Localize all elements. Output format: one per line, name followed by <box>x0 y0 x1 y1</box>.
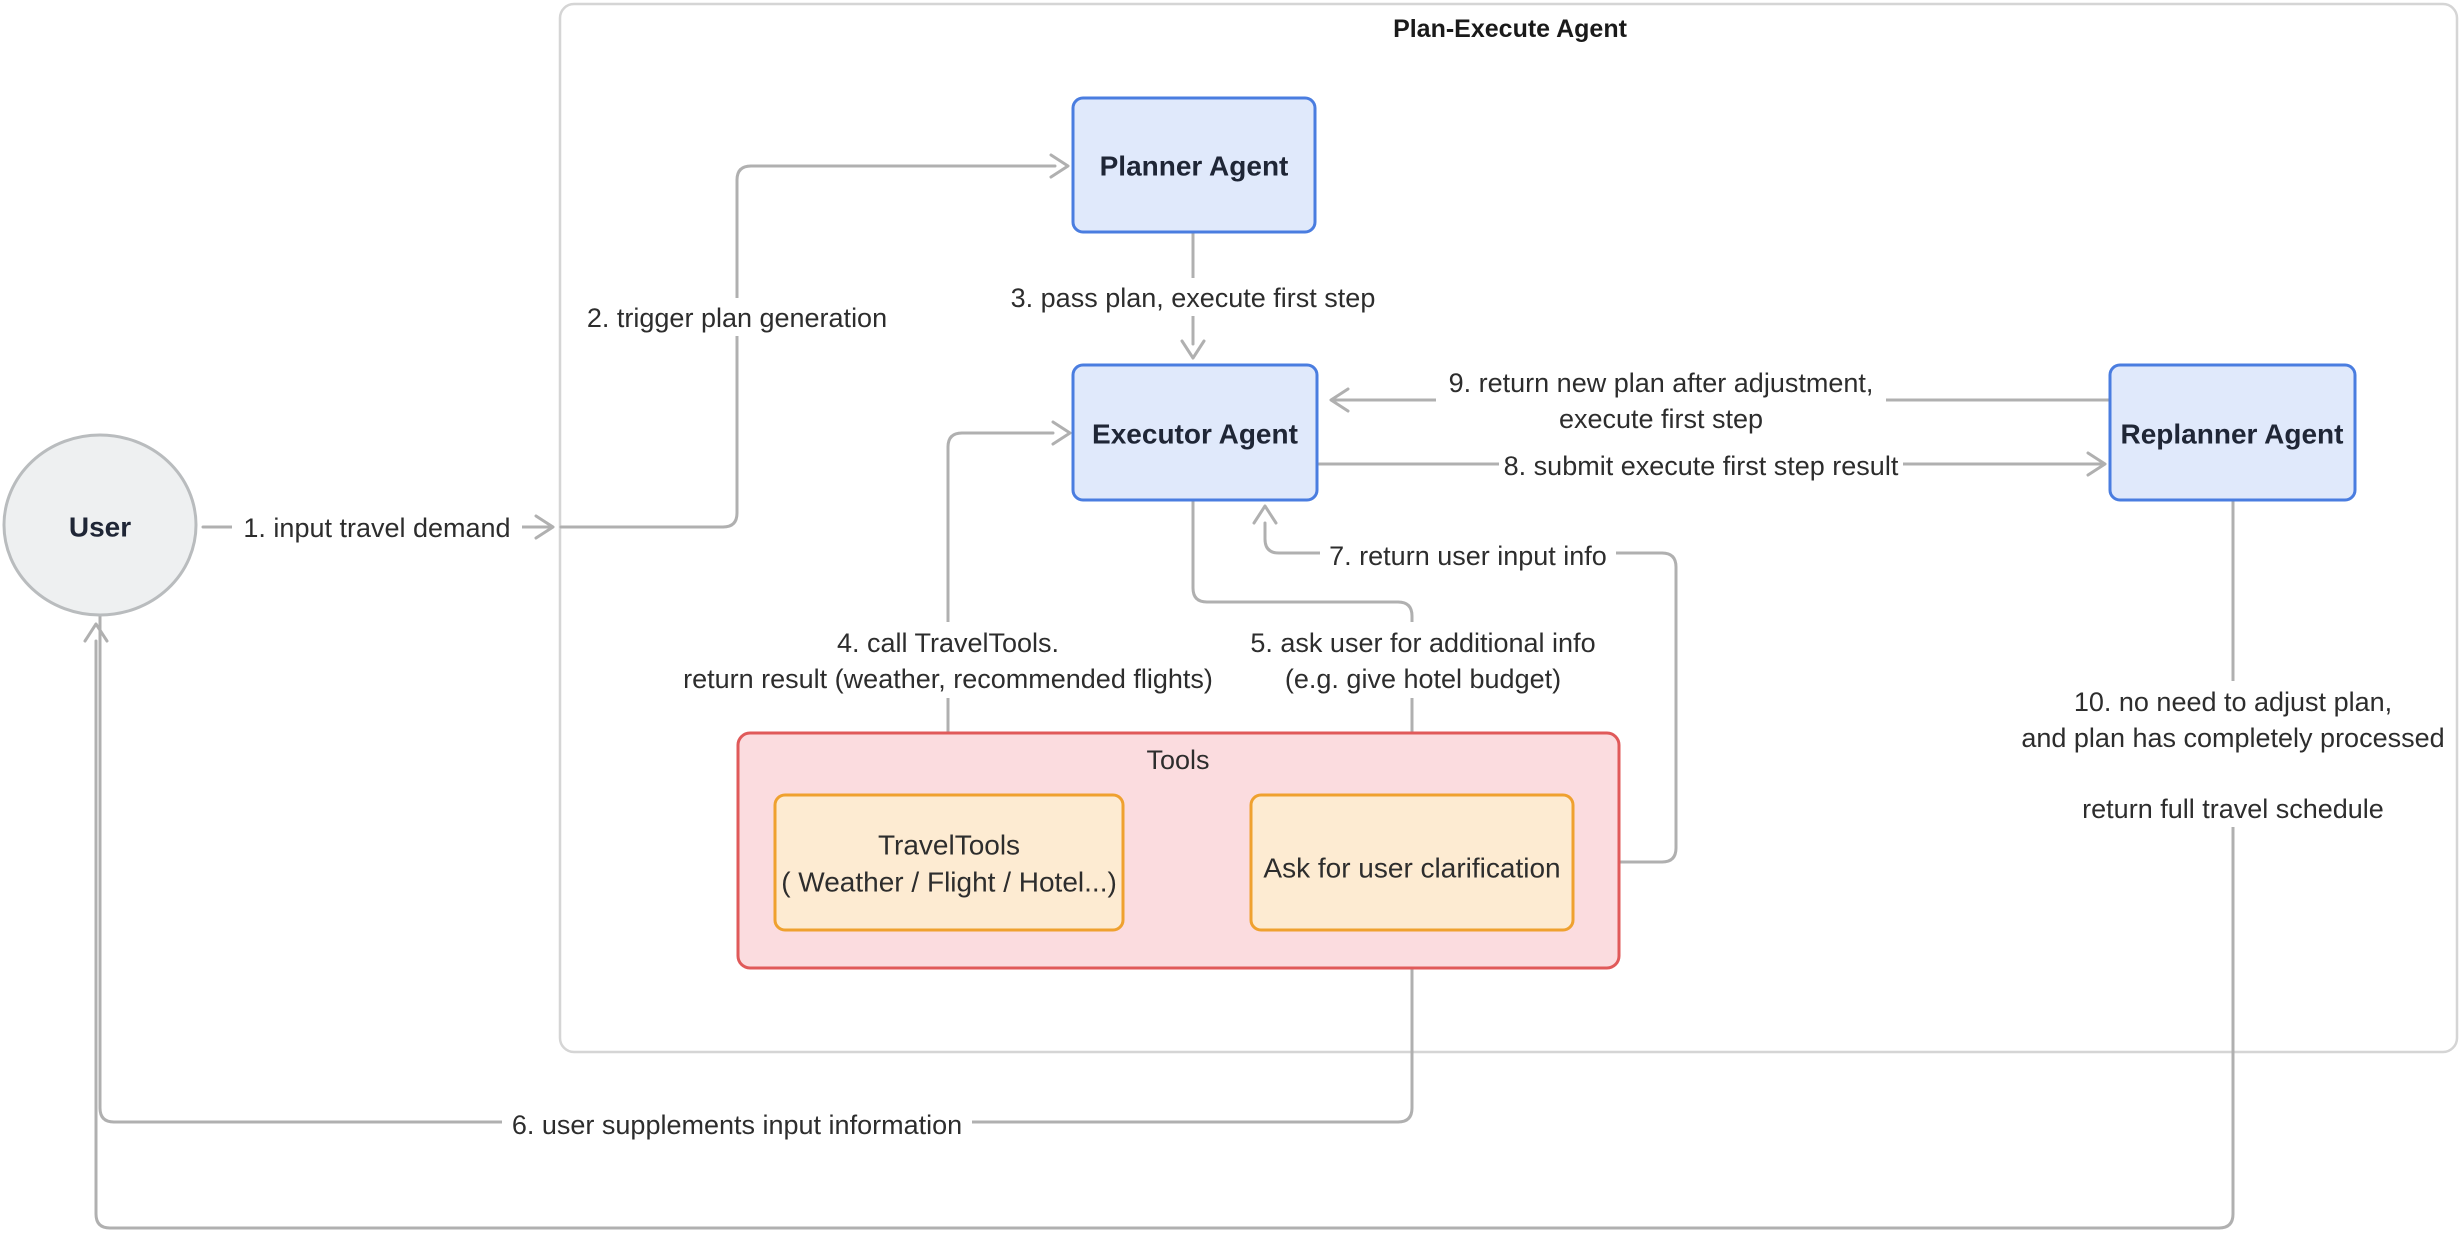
edge-5-label: 5. ask user for additional info (e.g. gi… <box>1250 622 1596 698</box>
svg-text:and plan has completely proces: and plan has completely processed <box>2021 723 2444 753</box>
replanner-agent-node: Replanner Agent <box>2108 363 2357 502</box>
svg-text:execute first step: execute first step <box>1559 404 1763 434</box>
edge-3-label: 3. pass plan, execute first step <box>1010 278 1376 316</box>
svg-text:2. trigger plan generation: 2. trigger plan generation <box>587 303 887 333</box>
ask-clarification-node-box <box>1249 793 1575 932</box>
user-node: User <box>2 433 198 617</box>
executor-agent-node-box <box>1071 363 1319 502</box>
replanner-agent-node-box <box>2108 363 2357 502</box>
edge-4-arrowhead-executor <box>1051 420 1072 446</box>
edge-8-label: 8. submit execute first step result <box>1499 446 1903 484</box>
plan-execute-container-title: Plan-Execute Agent <box>1393 15 1628 43</box>
traveltools-node: TravelTools ( Weather / Flight / Hotel..… <box>773 793 1125 932</box>
svg-text:return full travel schedule: return full travel schedule <box>2082 794 2384 824</box>
edge-4-path <box>946 431 1055 774</box>
edge-6-label: 6. user supplements input information <box>502 1105 972 1143</box>
edge-8-arrowhead <box>2086 451 2107 477</box>
edge-9-arrowhead <box>1329 387 1350 413</box>
svg-text:( Weather / Flight / Hotel...): ( Weather / Flight / Hotel...) <box>781 867 1117 898</box>
tools-cluster: Tools TravelTools ( Weather / Flight / H… <box>736 731 1621 970</box>
edge-3-arrowhead <box>1180 339 1206 360</box>
edge-10-label: 10. no need to adjust plan, and plan has… <box>2020 681 2446 827</box>
svg-text:5. ask user for additional inf: 5. ask user for additional info <box>1250 628 1595 658</box>
edge-4-label: 4. call TravelTools. return result (weat… <box>676 622 1222 698</box>
edge-7-label: 7. return user input info <box>1320 536 1616 574</box>
svg-text:10. no need to adjust plan,: 10. no need to adjust plan, <box>2074 687 2392 717</box>
svg-text:3. pass plan, execute first st: 3. pass plan, execute first step <box>1011 283 1376 313</box>
svg-text:Ask for user clarification: Ask for user clarification <box>1263 853 1560 884</box>
svg-text:8. submit execute first step r: 8. submit execute first step result <box>1504 451 1899 481</box>
edge-5-path <box>1191 498 1414 774</box>
svg-text:6. user supplements input info: 6. user supplements input information <box>512 1110 962 1140</box>
edge-7-path <box>1263 521 1678 864</box>
edge-7-arrowhead <box>1252 504 1278 525</box>
edge-labels: 1. input travel demand 2. trigger plan g… <box>232 278 2446 1143</box>
svg-text:7. return user input info: 7. return user input info <box>1329 541 1607 571</box>
executor-agent-node: Executor Agent <box>1071 363 1319 502</box>
svg-text:1. input travel demand: 1. input travel demand <box>243 513 510 543</box>
ask-clarification-node: Ask for user clarification <box>1249 793 1575 932</box>
edge-2-arrowhead <box>1049 153 1070 179</box>
svg-text:4. call TravelTools.: 4. call TravelTools. <box>837 628 1059 658</box>
svg-text:9. return new plan after adjus: 9. return new plan after adjustment, <box>1449 368 1874 398</box>
svg-text:User: User <box>69 512 131 543</box>
svg-text:Planner Agent: Planner Agent <box>1100 151 1289 182</box>
edge-2-label: 2. trigger plan generation <box>578 298 898 336</box>
traveltools-node-box <box>773 793 1125 932</box>
svg-text:Replanner Agent: Replanner Agent <box>2121 419 2344 450</box>
svg-text:TravelTools: TravelTools <box>878 830 1020 861</box>
edge-9-label: 9. return new plan after adjustment, exe… <box>1436 362 1886 438</box>
edge-1-label: 1. input travel demand <box>232 508 522 546</box>
svg-text:return result (weather, recomm: return result (weather, recommended flig… <box>683 664 1213 694</box>
edge-10-arrowhead <box>83 622 109 643</box>
svg-text:Executor Agent: Executor Agent <box>1092 419 1298 450</box>
edge-2-path <box>559 164 1057 529</box>
edge-10-path <box>94 498 2235 1230</box>
tools-cluster-label: Tools <box>1146 745 1209 775</box>
svg-text:(e.g. give hotel budget): (e.g. give hotel budget) <box>1285 664 1561 694</box>
edge-1-arrowhead <box>534 514 555 540</box>
user-node-circle <box>2 433 198 617</box>
planner-agent-node-box <box>1071 96 1317 234</box>
planner-agent-node: Planner Agent <box>1071 96 1317 234</box>
